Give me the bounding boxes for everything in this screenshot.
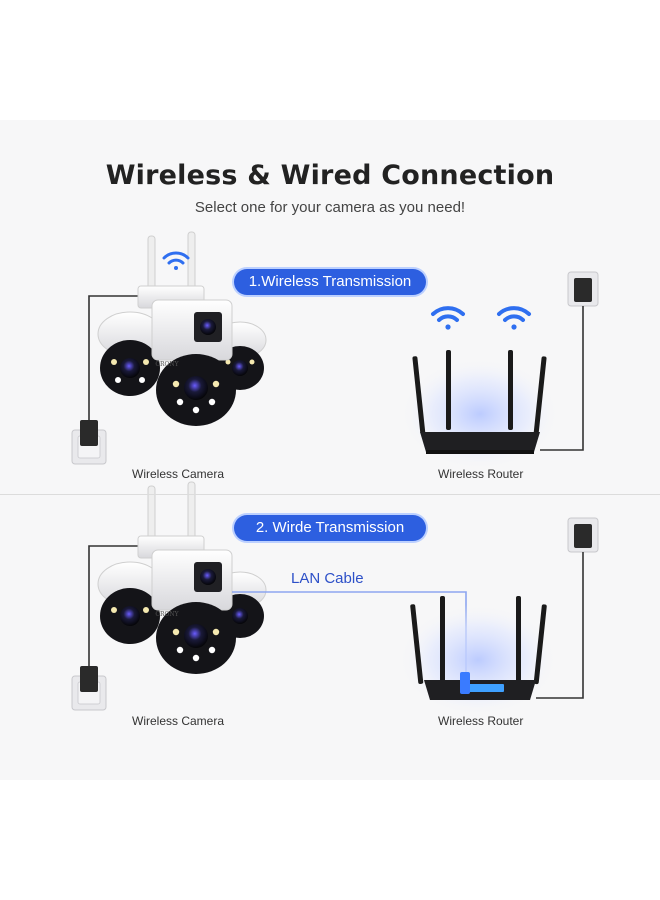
- router-icon: [398, 596, 558, 716]
- wall-socket-icon: [71, 666, 107, 711]
- wireless-router-caption: Wireless Router: [438, 467, 524, 481]
- camera-brand-label: CRONY: [155, 361, 179, 368]
- wifi-icon: [497, 306, 531, 330]
- page-title: Wireless & Wired Connection: [105, 160, 555, 191]
- wireless-transmission-label: 1.Wireless Transmission: [234, 269, 426, 295]
- wifi-icon: [162, 251, 190, 270]
- camera-power-cable: [88, 295, 138, 420]
- wireless-camera-caption: Wireless Camera: [132, 467, 225, 481]
- section-divider: [0, 494, 660, 495]
- wall-socket-icon: [71, 420, 107, 465]
- camera-icon: [97, 231, 267, 426]
- wifi-icon: [431, 306, 465, 330]
- wired-router-caption: Wireless Router: [438, 714, 524, 728]
- camera-brand-label: CRONY: [155, 611, 179, 618]
- camera-power-cable: [88, 545, 138, 666]
- page-subtitle: Select one for your camera as you need!: [194, 199, 466, 216]
- wired-transmission-label: 2. Wirde Transmission: [234, 515, 426, 541]
- lan-cable-label: LAN Cable: [291, 570, 364, 587]
- router-icon: [400, 306, 560, 470]
- router-power-cable: [540, 306, 584, 451]
- router-power-cable: [536, 552, 584, 699]
- power-adapter-icon: [567, 517, 599, 553]
- lan-port: [468, 684, 504, 692]
- camera-icon: [97, 481, 267, 674]
- wired-camera-caption: Wireless Camera: [132, 714, 225, 728]
- power-adapter-icon: [567, 271, 599, 307]
